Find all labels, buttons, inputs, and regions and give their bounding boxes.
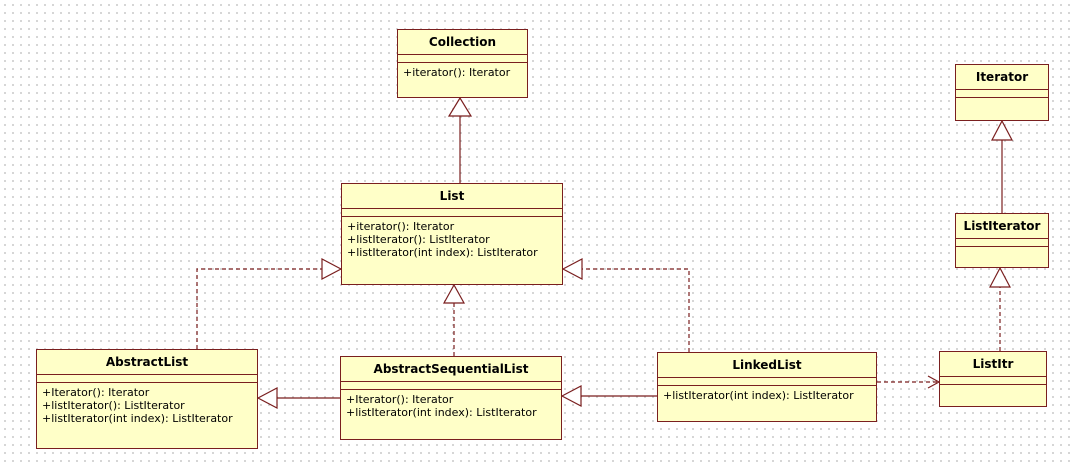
operation: +listIterator(int index): ListIterator [42, 412, 233, 425]
edge-linkedlist-list-arrowhead [561, 258, 583, 280]
class-name: List [342, 184, 562, 209]
operation: +listIterator(): ListIterator [42, 399, 185, 412]
operation: +Iterator(): Iterator [346, 393, 454, 406]
class-name: AbstractList [37, 350, 257, 375]
attributes-compartment [956, 90, 1048, 98]
operation: +listIterator(int index): ListIterator [346, 406, 537, 419]
attributes-compartment [341, 382, 561, 390]
attributes-compartment [956, 239, 1048, 247]
class-listitr[interactable]: ListItr [939, 351, 1047, 407]
class-abstractlist[interactable]: AbstractList +Iterator(): Iterator +list… [36, 349, 258, 449]
class-name: LinkedList [658, 353, 876, 378]
operations-compartment: +listIterator(int index): ListIterator [658, 386, 876, 405]
class-iterator[interactable]: Iterator [955, 64, 1049, 121]
attributes-compartment [398, 55, 527, 63]
edge-listitr-listiterator-arrowhead [989, 266, 1011, 288]
operations-compartment: +Iterator(): Iterator +listIterator(): L… [37, 383, 257, 428]
operations-compartment [956, 98, 1048, 104]
edge-abstractsequentiallist-abstractlist-arrowhead [256, 387, 278, 409]
attributes-compartment [940, 377, 1046, 385]
edge-abstractlist-list-arrowhead [321, 258, 343, 280]
edge-list-collection-arrowhead [447, 96, 473, 117]
attributes-compartment [37, 375, 257, 383]
operation: +listIterator(): ListIterator [347, 233, 490, 246]
edge-linkedlist-list [582, 268, 690, 352]
class-name: ListItr [940, 352, 1046, 377]
class-collection[interactable]: Collection +iterator(): Iterator [397, 29, 528, 98]
attributes-compartment [658, 378, 876, 386]
edge-abstractlist-list [196, 268, 322, 349]
operation: +Iterator(): Iterator [42, 386, 150, 399]
class-name: AbstractSequentialList [341, 357, 561, 382]
edge-abstractsequentiallist-list-arrowhead [442, 283, 466, 304]
operations-compartment: +Iterator(): Iterator +listIterator(int … [341, 390, 561, 422]
operation: +iterator(): Iterator [403, 66, 511, 79]
class-listiterator[interactable]: ListIterator [955, 213, 1049, 268]
class-name: ListIterator [956, 214, 1048, 239]
operation: +listIterator(int index): ListIterator [663, 389, 854, 402]
class-name: Collection [398, 30, 527, 55]
edge-listiterator-iterator-arrowhead [991, 119, 1013, 141]
attributes-compartment [342, 209, 562, 217]
class-abstractsequentiallist[interactable]: AbstractSequentialList +Iterator(): Iter… [340, 356, 562, 440]
class-list[interactable]: List +iterator(): Iterator +listIterator… [341, 183, 563, 285]
operation: +iterator(): Iterator [347, 220, 455, 233]
operations-compartment [956, 247, 1048, 253]
class-linkedlist[interactable]: LinkedList +listIterator(int index): Lis… [657, 352, 877, 422]
edge-linkedlist-abstractsequentiallist-arrowhead [560, 385, 582, 407]
operations-compartment: +iterator(): Iterator +listIterator(): L… [342, 217, 562, 262]
operations-compartment [940, 385, 1046, 391]
operation: +listIterator(int index): ListIterator [347, 246, 538, 259]
operations-compartment: +iterator(): Iterator [398, 63, 527, 82]
class-name: Iterator [956, 65, 1048, 90]
